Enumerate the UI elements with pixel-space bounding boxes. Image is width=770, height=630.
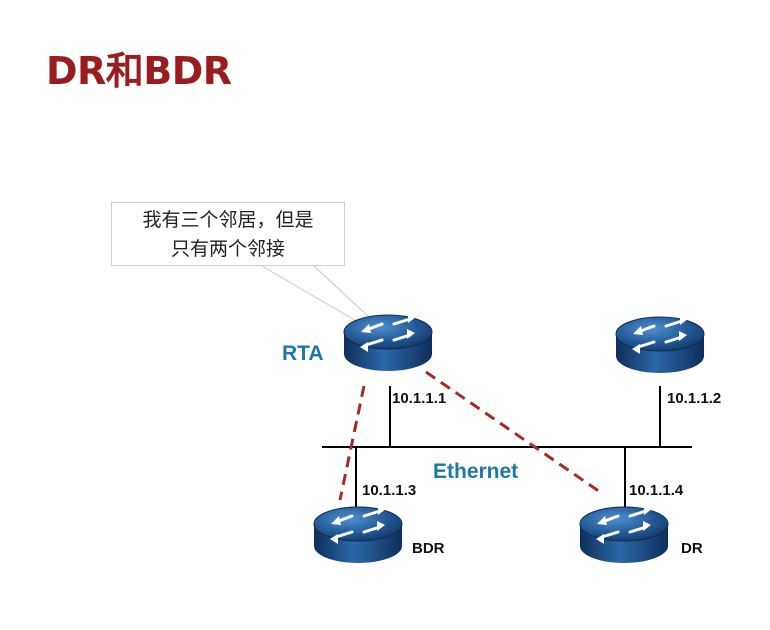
ip-label-bdr: 10.1.1.3 <box>362 482 417 499</box>
router-name-dr: DR <box>681 540 703 557</box>
ip-label-r2: 10.1.1.2 <box>667 390 722 407</box>
callout-pointer <box>261 265 371 323</box>
ip-label-dr: 10.1.1.4 <box>629 482 684 499</box>
router-name-rta: RTA <box>282 342 324 365</box>
router-name-bdr: BDR <box>412 540 445 557</box>
callout-line-2: 只有两个邻接 <box>170 238 285 260</box>
slide-title: DR和BDR <box>46 49 232 93</box>
ip-label-rta: 10.1.1.1 <box>392 390 447 407</box>
callout-line-1: 我有三个邻居，但是 <box>142 209 314 231</box>
router-icon <box>578 503 670 565</box>
router-icon <box>312 503 404 565</box>
ethernet-label: Ethernet <box>433 460 519 483</box>
adjacency-rta-bdr <box>338 385 366 501</box>
router-icon <box>614 313 706 375</box>
callout-box: 我有三个邻居，但是 只有两个邻接 <box>111 202 345 266</box>
router-icon <box>342 311 434 373</box>
